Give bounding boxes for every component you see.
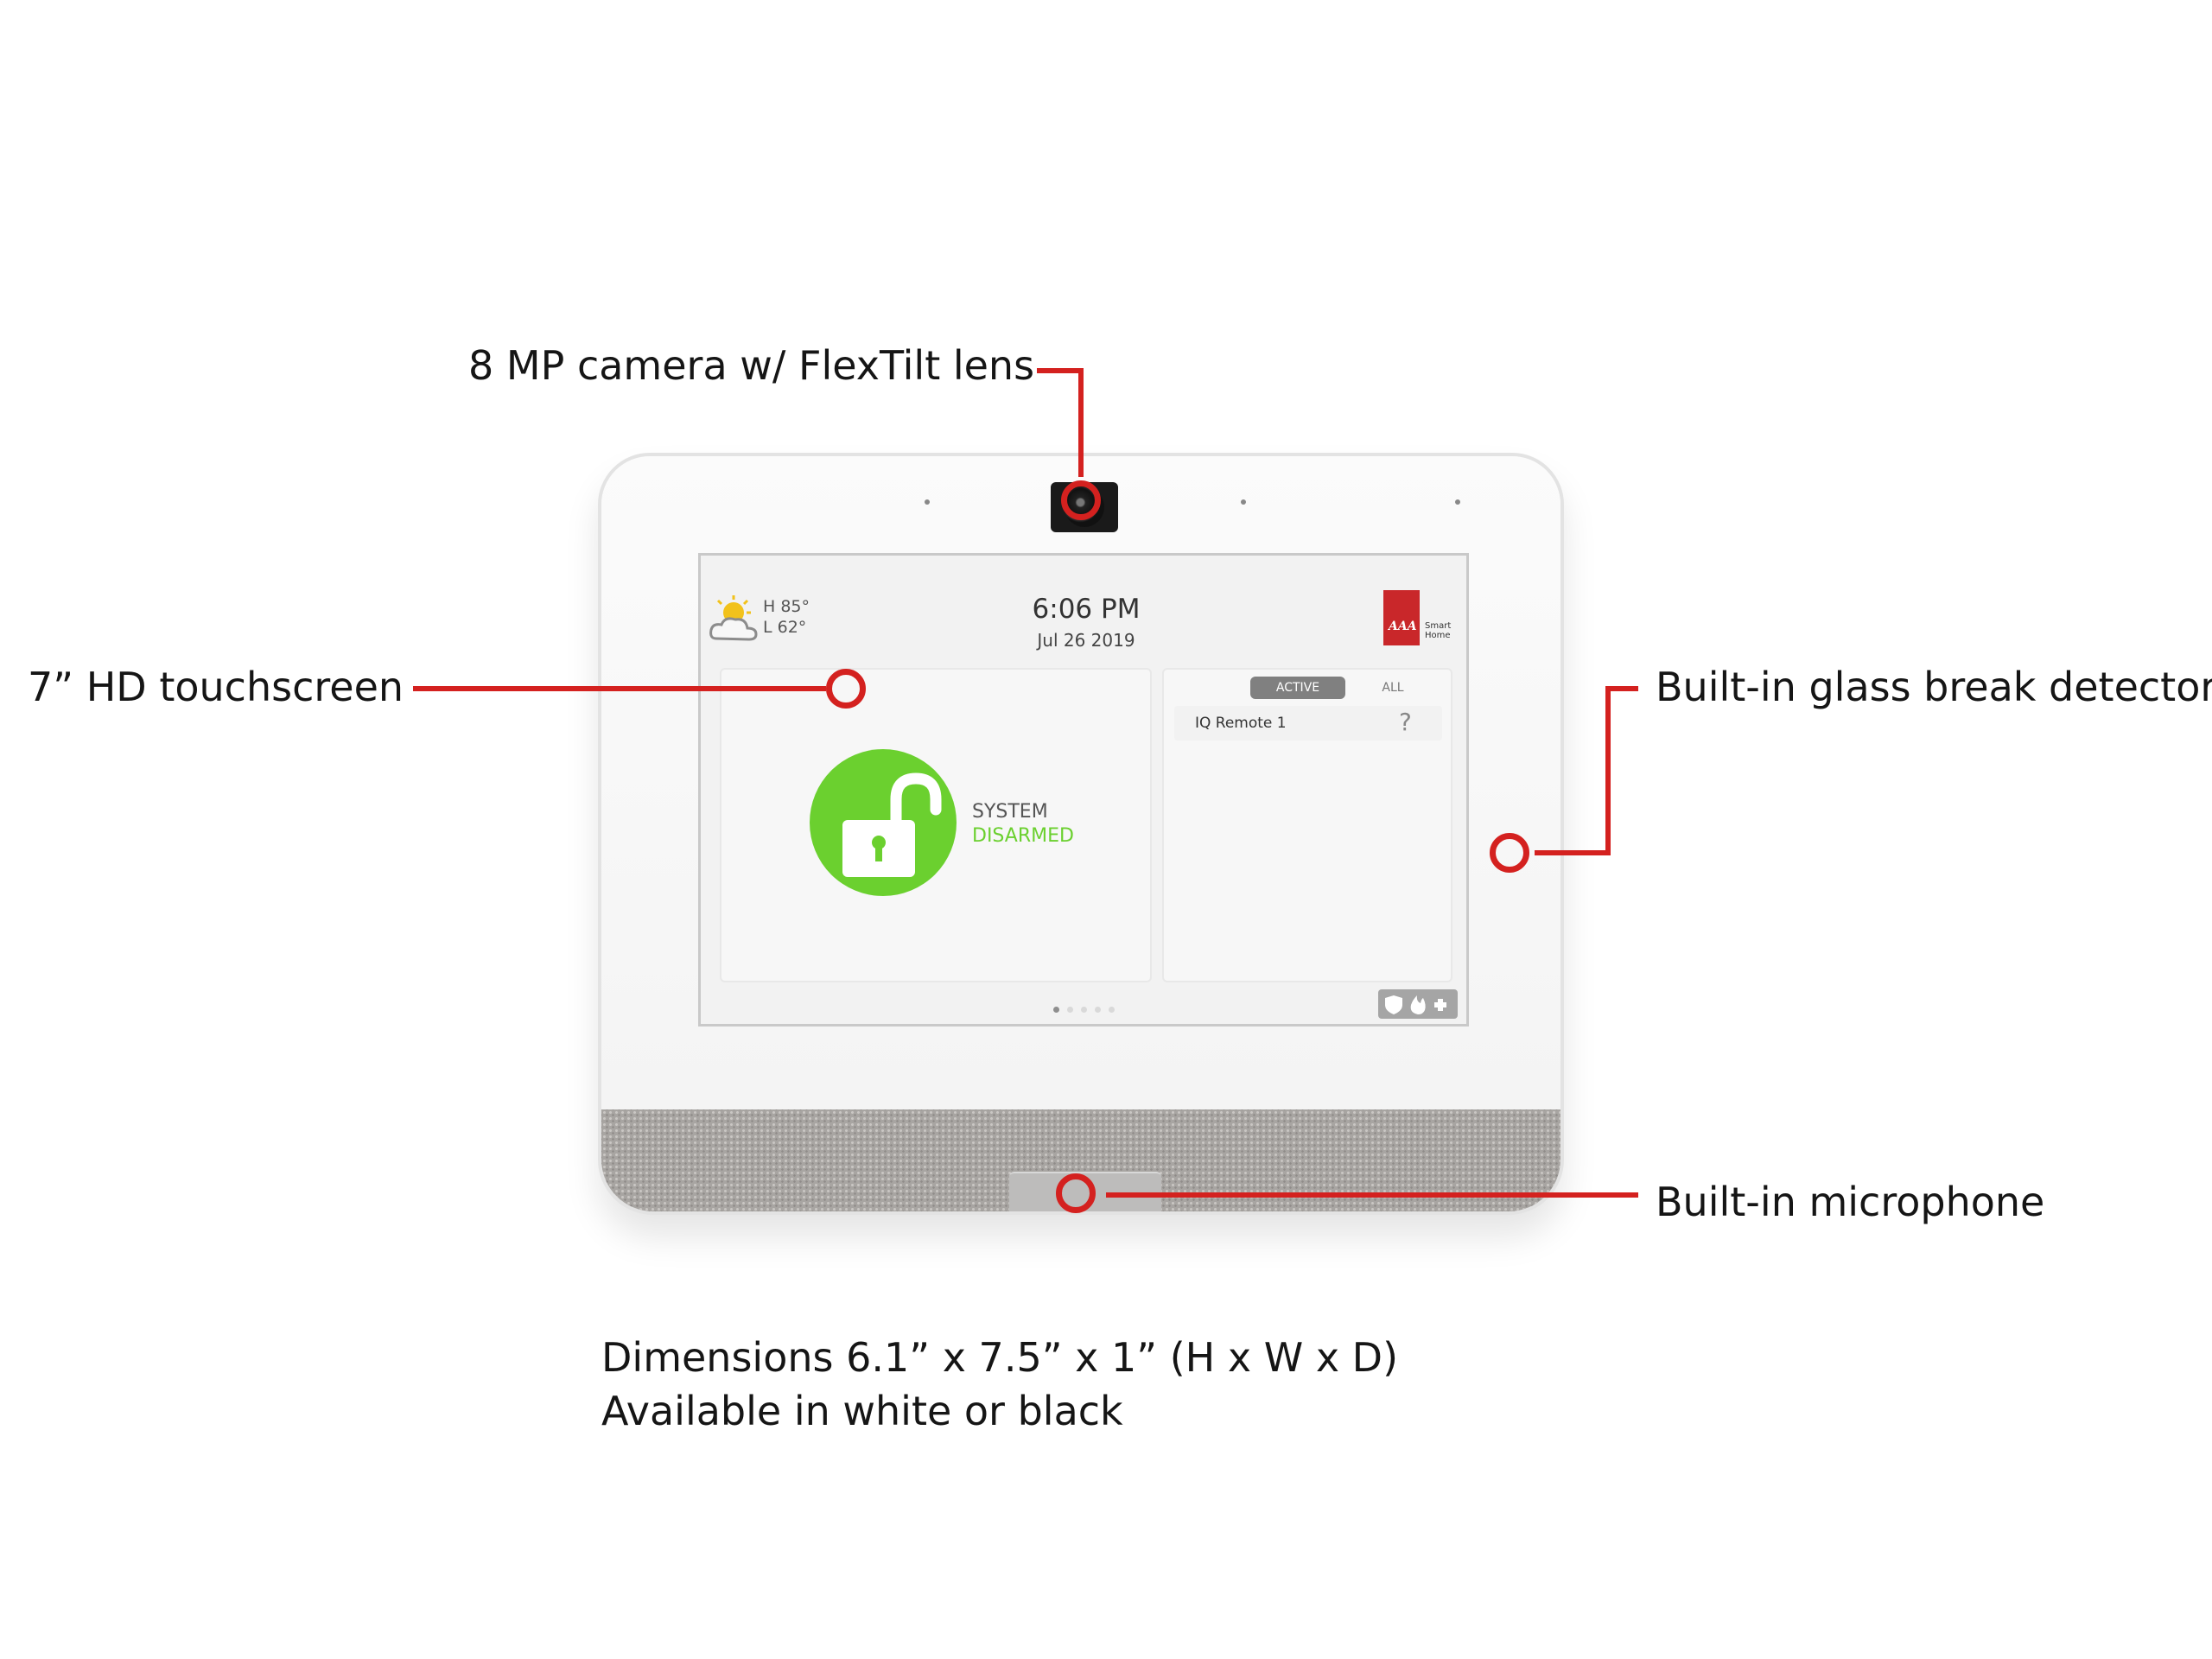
unlock-icon[interactable] [810, 749, 957, 896]
list-item[interactable]: IQ Remote 1 ? [1174, 706, 1442, 741]
callout-glass-break: Built-in glass break detector [1656, 664, 2212, 710]
tab-all[interactable]: ALL [1382, 681, 1404, 695]
system-label: SYSTEM [972, 801, 1048, 823]
page-dot[interactable] [1067, 1007, 1073, 1013]
glass-break-callout-line [1605, 686, 1638, 691]
dimensions-line: Dimensions 6.1” x 7.5” x 1” (H x W x D) [601, 1334, 1399, 1381]
page-dot[interactable] [1053, 1007, 1059, 1013]
weather-high: H 85° [763, 597, 810, 616]
clock-time: 6:06 PM [1032, 594, 1141, 625]
sensor-dot [925, 499, 930, 505]
sensor-dot [1455, 499, 1460, 505]
partly-cloudy-icon [709, 595, 758, 641]
quick-actions-tray[interactable] [1378, 989, 1458, 1019]
microphone-callout-marker [1056, 1173, 1096, 1213]
touchscreen-callout-marker [826, 669, 866, 709]
padlock-open-glyph [842, 772, 942, 877]
sensor-status-icon: ? [1399, 708, 1412, 736]
logo-line1: Smart [1425, 621, 1452, 631]
glass-break-callout-marker [1490, 833, 1529, 873]
sensor-list-panel: ACTIVE ALL IQ Remote 1 ? [1162, 668, 1452, 982]
color-availability-line: Available in white or black [601, 1388, 1123, 1434]
sensor-dot [1241, 499, 1246, 505]
callout-camera: 8 MP camera w/ FlexTilt lens [468, 342, 1035, 389]
camera-callout-line [1037, 368, 1084, 373]
sensor-name: IQ Remote 1 [1195, 715, 1287, 732]
security-panel-device: H 85° L 62° 6:06 PM Jul 26 2019 AAA Smar… [598, 453, 1564, 1215]
page-dot[interactable] [1109, 1007, 1115, 1013]
page-dot[interactable] [1095, 1007, 1101, 1013]
aaa-logo: AAA [1383, 590, 1420, 645]
logo-line2: Home [1425, 631, 1451, 640]
tab-active[interactable]: ACTIVE [1250, 677, 1345, 699]
page-dot[interactable] [1081, 1007, 1087, 1013]
camera-callout-line [1078, 368, 1084, 477]
touchscreen[interactable]: H 85° L 62° 6:06 PM Jul 26 2019 AAA Smar… [698, 553, 1469, 1027]
weather-low: L 62° [763, 618, 807, 637]
clock-date: Jul 26 2019 [1037, 630, 1135, 651]
glass-break-callout-line [1605, 686, 1611, 855]
shield-flame-plus-icons [1385, 995, 1446, 1014]
logo-mark: AAA [1389, 620, 1417, 633]
callout-touchscreen: 7” HD touchscreen [28, 664, 404, 710]
glass-break-callout-line [1535, 850, 1611, 855]
touchscreen-callout-line [413, 686, 826, 691]
dimensions-text: Dimensions 6.1” x 7.5” x 1” (H x W x D) … [601, 1331, 1398, 1438]
callout-microphone: Built-in microphone [1656, 1179, 2045, 1225]
security-status-panel[interactable]: SYSTEM DISARMED [720, 668, 1152, 982]
camera-callout-marker [1061, 480, 1101, 520]
page-indicator [1053, 1000, 1122, 1016]
system-state: DISARMED [972, 825, 1074, 847]
microphone-callout-line [1106, 1192, 1638, 1198]
